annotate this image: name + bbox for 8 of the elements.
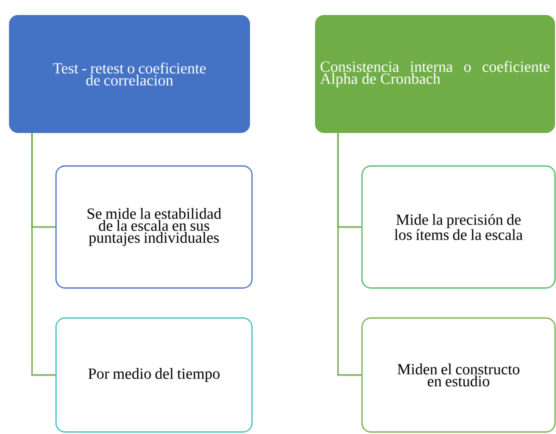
category-box: Test - retest o coeficiente de correlacion: [9, 15, 250, 133]
item-box: Mide la precisión de los ítems de la escala: [361, 165, 556, 289]
connector-line: [337, 133, 362, 376]
item-box: Miden el constructo en estudio: [361, 317, 556, 433]
category-box: Consistencia interna o coeficiente Alpha de Cronbach: [315, 15, 555, 133]
item-box: Se mide la estabilidad de la escala en sus puntajes individuales: [55, 165, 253, 289]
connector-line: [31, 133, 56, 376]
item-box: Por medio del tiempo: [55, 317, 253, 433]
